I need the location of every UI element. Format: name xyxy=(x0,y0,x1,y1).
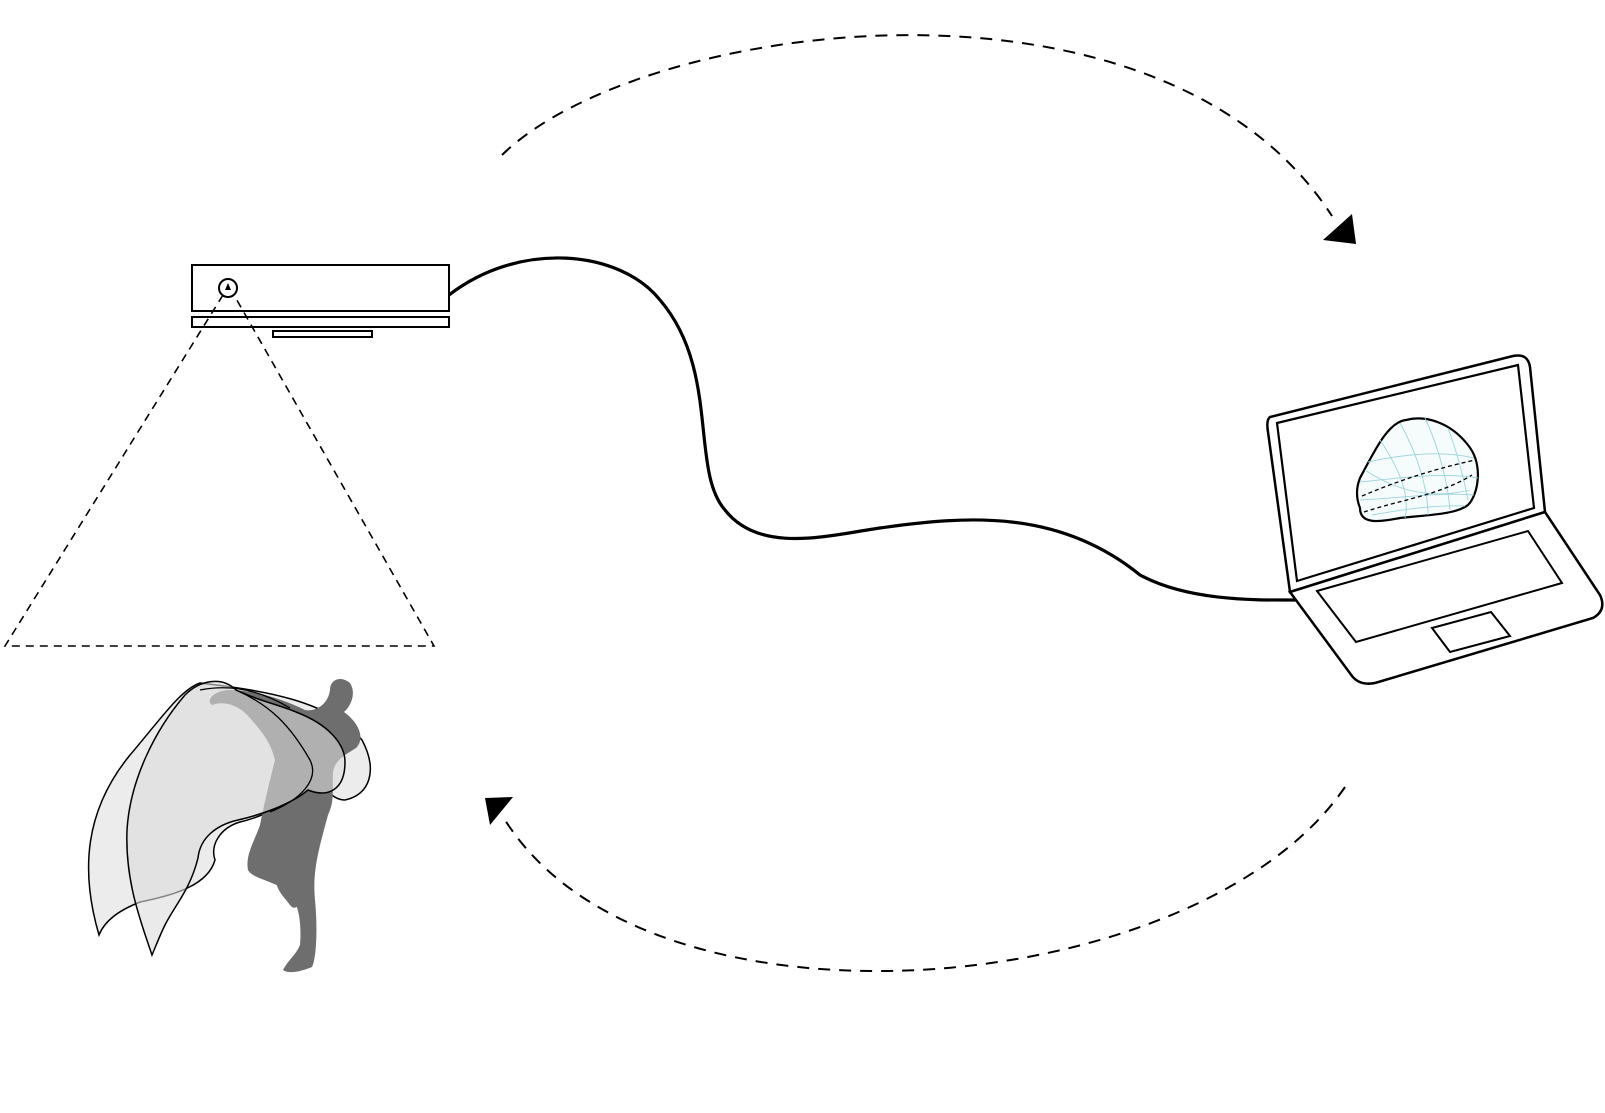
sensor-cable xyxy=(448,256,1299,602)
arrowhead-icon xyxy=(1323,214,1356,244)
arrowhead-icon xyxy=(485,797,513,825)
sensor-field-of-view xyxy=(3,294,436,647)
fabric-front xyxy=(126,680,346,958)
laptop xyxy=(1266,354,1604,685)
performer-with-fabric xyxy=(87,679,371,973)
laptop-trackpad xyxy=(1430,610,1512,654)
flow-arrow-sensor-to-laptop xyxy=(501,34,1356,244)
screen-3d-mesh xyxy=(1355,417,1479,523)
flow-arrow-laptop-to-performer xyxy=(485,786,1346,973)
depth-sensor xyxy=(191,264,450,338)
laptop-keyboard xyxy=(1315,529,1564,644)
